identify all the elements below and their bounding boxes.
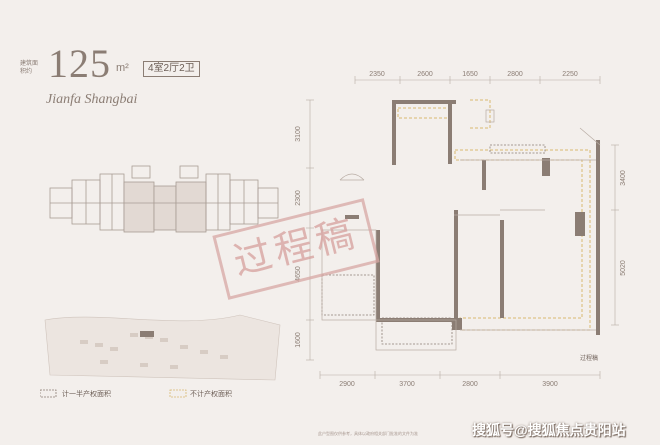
dim-bottom-4: 3900 — [542, 381, 558, 388]
dim-top-2: 2600 — [417, 71, 433, 78]
project-script-name: Jianfa Shangbai — [46, 92, 138, 107]
dim-top-3: 1650 — [462, 71, 478, 78]
dim-top-1: 2350 — [369, 71, 385, 78]
dim-left-4: 1600 — [295, 332, 302, 348]
dim-top-5: 2250 — [562, 71, 578, 78]
legend-label-uncounted: 不计产权面积 — [190, 391, 232, 398]
legend — [40, 389, 187, 398]
area-label: 建筑面积约 — [20, 61, 39, 75]
dim-top-4: 2800 — [507, 71, 523, 78]
dim-bottom-2: 3700 — [399, 381, 415, 388]
area-value: 125 — [48, 41, 111, 86]
legend-label-counted: 计一半产权面积 — [62, 391, 111, 398]
site-plan-thumbnail — [44, 314, 281, 381]
dim-left-3: 4650 — [295, 266, 302, 282]
dim-right-1: 3400 — [620, 170, 627, 186]
unit-location-marker — [140, 331, 154, 337]
watermark: 搜狐号@搜狐焦点贵阳站 — [472, 422, 626, 438]
legend-swatch-counted — [40, 389, 57, 398]
dim-left-2: 2300 — [295, 190, 302, 206]
dim-left-1: 3100 — [295, 126, 302, 142]
compass-label: 过程稿 — [580, 356, 599, 362]
building-key-plan — [49, 165, 279, 233]
area-unit: m² — [116, 62, 129, 74]
dim-bottom-1: 2900 — [339, 381, 355, 388]
legend-swatch-uncounted — [169, 389, 187, 398]
dim-right-2: 5020 — [620, 260, 627, 276]
footer-disclaimer: 此户型图仅供参考，具体以政府相关部门批准的文件为准 — [318, 431, 418, 436]
dim-bottom-3: 2800 — [462, 381, 478, 388]
layout-badge: 4室2厅2卫 — [143, 61, 200, 77]
